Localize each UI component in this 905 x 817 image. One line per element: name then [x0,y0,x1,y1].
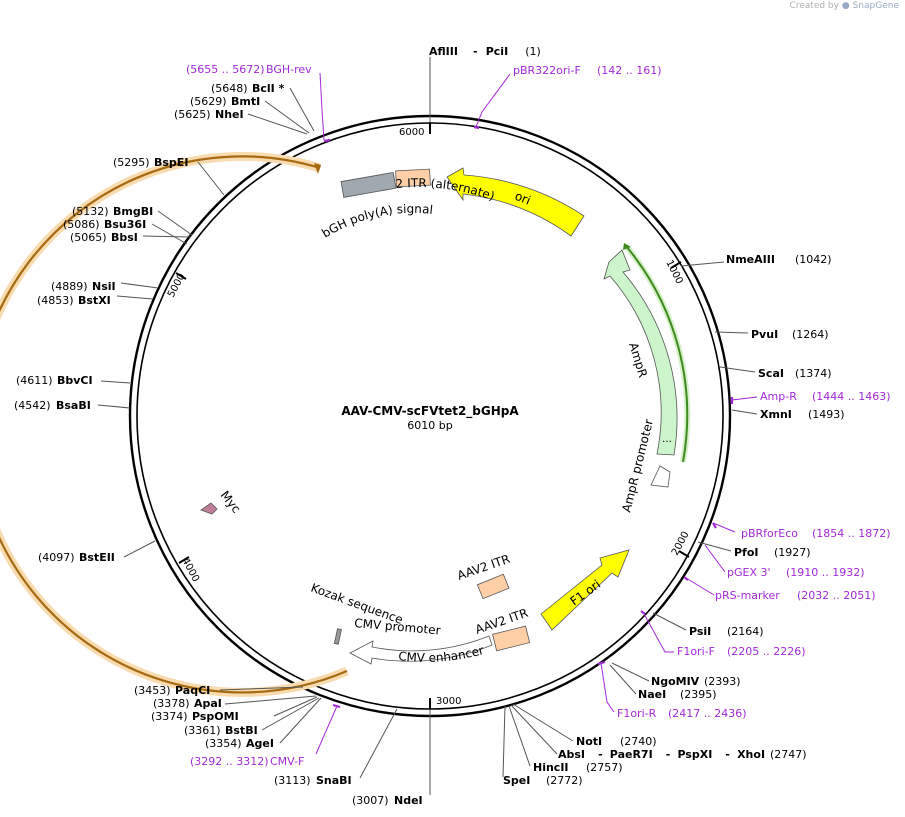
snapgene-logo-icon: ● [841,1,850,11]
snapgene-credit: Created by ● SnapGene [789,1,899,11]
myc-label: Myc [218,488,244,516]
ampr-orf-arc[interactable] [623,243,691,463]
primer-prs-marker: pRS-marker(2032 .. 2051) [715,589,876,602]
site-bmgbi: (5132)BmgBI [72,205,153,218]
orf-arc[interactable] [0,151,349,697]
ruler-label-3000: 3000 [436,696,461,707]
site-ndei: (3007)NdeI [352,794,423,807]
site-pfoi: PfoI(1927) [734,546,811,559]
site-ngomiv: NgoMIV(2393) [651,675,741,688]
ampr-feature[interactable] [603,249,678,456]
site-pspomi: (3374)PspOMI [151,710,239,723]
ori-label: ori [513,189,533,208]
ruler-label-1000: 1000 [663,258,684,286]
primer-f1ori-f: F1ori-F(2205 .. 2226) [677,645,806,658]
primer-cmv-f: (3292 .. 3312)CMV-F [190,755,304,768]
primer-f1ori-r: F1ori-R(2417 .. 2436) [617,707,747,720]
site-hincii: HincII(2757) [533,761,623,774]
ampr-label: AmpR [626,341,650,379]
site-bstxi: (4853)BstXI [37,294,111,307]
myc-feature[interactable] [200,502,218,515]
site-pvui: PvuI(1264) [751,328,829,341]
site-bsu36i: (5086)Bsu36I [63,218,146,231]
site-bspei: (5295)BspEI [113,156,188,169]
bgh-polya-feature[interactable] [340,171,397,198]
site-snabi: (3113)SnaBI [274,774,352,787]
ampr-promoter-feature[interactable] [650,465,671,488]
site-noti: NotI(2740) [576,735,657,748]
primer-amp-r: Amp-R(1444 .. 1463) [760,390,891,403]
primer-leader-lines [315,72,758,755]
site-bsabi: (4542)BsaBI [14,399,91,412]
plasmid-name: AAV-CMV-scFVtet2_bGHpA [341,404,519,419]
primer-bgh-rev: (5655 .. 5672)BGH-rev [186,63,312,76]
site-bsteii: (4097)BstEII [38,551,115,564]
primer-marks [323,125,734,709]
site-aflIII-pcii: AflIII - PciI (1) [429,40,541,59]
ori-feature[interactable] [446,167,585,237]
f1-ori-feature[interactable] [540,549,630,631]
aav2-itr-alternate-feature[interactable] [395,168,431,188]
site-agei: (3354)AgeI [205,737,274,750]
cmv-enhancer-label: CMV enhancer [398,643,486,665]
aav2-itr-feature-2[interactable] [492,625,531,652]
site-nsii: (4889)NsiI [51,280,116,293]
site-absi-xhoi: AbsI - PaeR7I - PspXI - XhoI (2747) [558,743,807,762]
ruler-label-4000: 4000 [179,556,201,584]
site-apai: (3378)ApaI [153,697,222,710]
primer-pbrforeco: pBRforEco(1854 .. 1872) [741,527,891,540]
site-xmni: XmnI(1493) [760,408,845,421]
kozak-feature[interactable] [333,628,342,645]
plasmid-length: 6010 bp [407,419,452,432]
site-bbvci: (4611)BbvCI [16,374,93,387]
site-scai: ScaI(1374) [758,367,832,380]
ruler-label-6000: 6000 [399,127,424,138]
site-paqci: (3453)PaqCI [134,684,210,697]
site-bbsi: (5065)BbsI [70,231,138,244]
aav2-itr-feature-1[interactable] [476,573,510,600]
cmv-enhancer-feature[interactable] [349,635,493,665]
site-nmeaiii: NmeAIII(1042) [726,253,832,266]
site-spei: SpeI(2772) [503,774,583,787]
bgh-polya-label: bGH poly(A) signal [319,202,433,241]
site-naei: NaeI(2395) [638,688,717,701]
site-nhei: (5625)NheI [174,108,244,121]
ruler-label-5000: 5000 [166,272,188,300]
site-bcli: (5648)BclI * [211,82,285,95]
primer-pgex3: pGEX 3'(1910 .. 1932) [727,566,865,579]
ampr-dots: … [662,434,672,445]
site-bstbi: (3361)BstBI [184,724,258,737]
primer-pbr322ori-f: pBR322ori-F(142 .. 161) [513,64,662,77]
site-psii: PsiI(2164) [689,625,764,638]
site-bmti: (5629)BmtI [190,95,260,108]
ampr-promoter-label: AmpR promoter [619,418,656,514]
ruler-ticks [175,122,690,709]
site-leader-lines [97,57,758,795]
